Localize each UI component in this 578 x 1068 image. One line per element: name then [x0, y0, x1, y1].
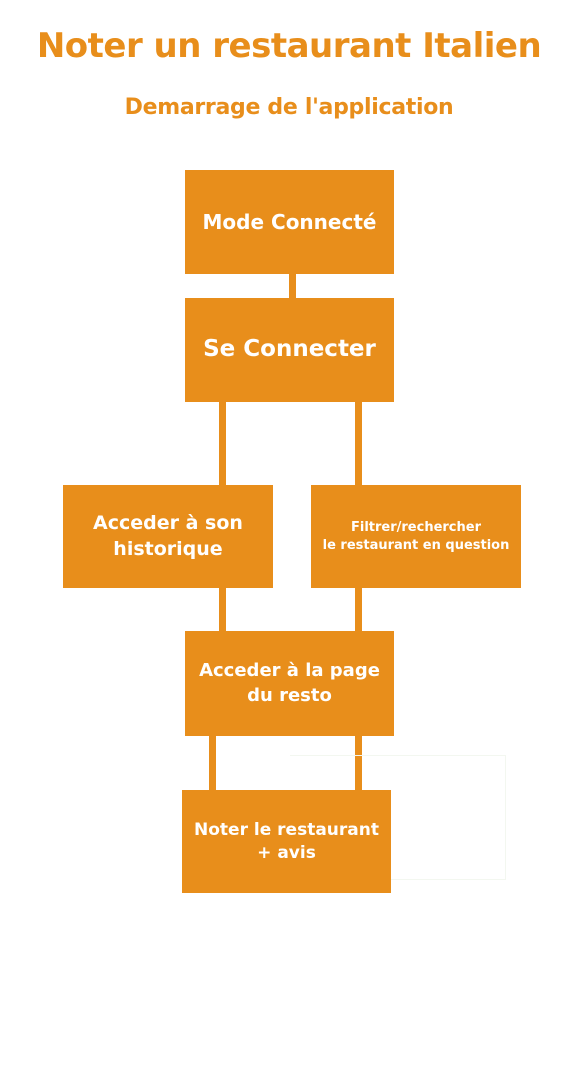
node-filtrer: Filtrer/rechercher le restaurant en ques… [311, 485, 521, 588]
connector-page-to-noter-right [355, 735, 362, 791]
connector-connect-to-historique [219, 402, 226, 486]
node-page-resto-line2: du resto [247, 684, 332, 706]
diagram-subtitle: Demarrage de l'application [124, 95, 454, 120]
connector-connect-to-filtrer [355, 402, 362, 486]
connector-filtrer-to-page [355, 588, 362, 632]
diagram-title: Noter un restaurant Italien [36, 26, 542, 66]
node-historique: Acceder à son historique [63, 485, 273, 588]
node-mode-connecte-label: Mode Connecté [202, 209, 377, 234]
node-page-resto-line1: Acceder à la page [199, 660, 380, 682]
node-historique-line1: Acceder à son [93, 511, 243, 534]
node-noter-line2: + avis [257, 842, 316, 863]
node-filtrer-line2: le restaurant en question [322, 537, 510, 553]
connector-page-to-noter-left [209, 735, 216, 791]
node-filtrer-line1: Filtrer/rechercher [350, 519, 481, 535]
node-noter: Noter le restaurant + avis [182, 790, 391, 893]
node-mode-connecte: Mode Connecté [185, 170, 394, 274]
node-noter-line1: Noter le restaurant [194, 819, 379, 840]
connector-historique-to-page [219, 588, 226, 632]
node-se-connecter-label: Se Connecter [203, 336, 376, 363]
node-historique-line2: historique [113, 537, 223, 560]
node-se-connecter: Se Connecter [185, 298, 394, 402]
node-page-resto: Acceder à la page du resto [185, 631, 394, 736]
connector-mode-to-connect [289, 273, 296, 299]
loop-outline [290, 755, 506, 880]
